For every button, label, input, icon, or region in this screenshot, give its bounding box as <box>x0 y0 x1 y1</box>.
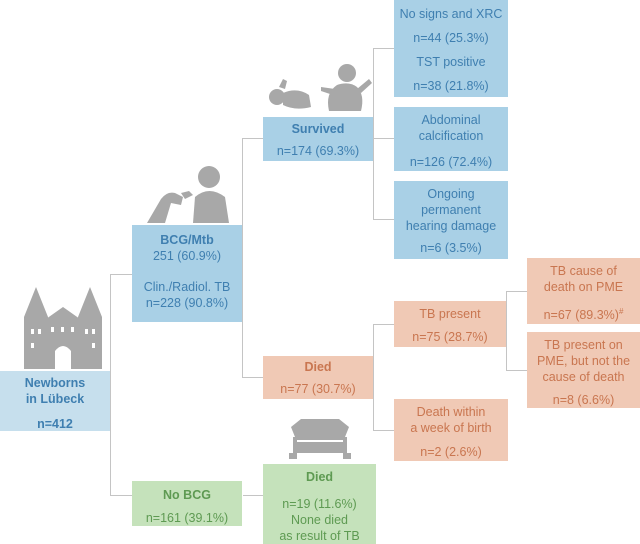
babies-icon <box>269 64 372 111</box>
died-bcg-title: Died <box>304 360 332 374</box>
hearing-count: n=6 (3.5%) <box>420 241 482 255</box>
survived-count: n=174 (69.3%) <box>276 144 360 158</box>
connector-survived-trunk <box>373 48 374 220</box>
hearing-line3: hearing damage <box>405 219 497 233</box>
died-bcg-box: Died n=77 (30.7%) <box>263 356 373 399</box>
tb-present-count: n=75 (28.7%) <box>412 330 488 344</box>
tb-cause-line1: TB cause of <box>550 264 617 278</box>
tb-not-cause-count: n=8 (6.6%) <box>552 393 615 407</box>
connector-nobcg-died <box>243 495 263 496</box>
connector-died-week <box>373 430 394 431</box>
newborns-box: Newborns in Lübeck n=412 <box>0 371 110 431</box>
tb-cause-count-row: n=67 (89.3%)# <box>527 304 640 323</box>
connector-bcg-died <box>242 377 263 378</box>
no-bcg-title: No BCG <box>163 488 211 502</box>
connector-tb-cause <box>506 291 527 292</box>
tb-cause-footnote-mark: # <box>618 307 624 316</box>
died-nobcg-count: n=19 (11.6%) <box>282 497 357 511</box>
tb-not-cause-line2: PME, but not the <box>536 354 631 368</box>
connector-tb-trunk <box>506 291 507 371</box>
bcg-box: BCG/Mtb 251 (60.9%) Clin./Radiol. TB n=2… <box>132 225 242 322</box>
connector-bcg-trunk <box>242 138 243 378</box>
tb-not-cause-line3: cause of death <box>542 370 625 384</box>
no-bcg-count: n=161 (39.1%) <box>145 511 229 525</box>
tb-cause-count: n=67 (89.3%) <box>543 308 619 323</box>
connector-root-trunk <box>110 274 111 496</box>
survived-box: Survived n=174 (69.3%) <box>263 117 373 161</box>
death-week-count: n=2 (2.6%) <box>420 445 482 459</box>
connector-survived-nosigns <box>373 48 394 49</box>
tst-positive-label: TST positive <box>416 55 486 69</box>
bcg-title: BCG/Mtb <box>160 233 214 247</box>
no-signs-count: n=44 (25.3%) <box>413 31 489 45</box>
hearing-line2: permanent <box>421 203 481 217</box>
died-bcg-count: n=77 (30.7%) <box>280 382 356 396</box>
died-nobcg-box: Died n=19 (11.6%) None died as result of… <box>263 464 376 544</box>
death-week-line1: Death within <box>416 405 486 419</box>
no-signs-box: No signs and XRC n=44 (25.3%) TST positi… <box>394 0 508 97</box>
connector-died-tbpresent <box>373 324 394 325</box>
tb-cause-line2: death on PME <box>543 280 624 294</box>
no-bcg-box: No BCG n=161 (39.1%) <box>132 481 242 526</box>
tb-present-title: TB present <box>419 307 481 321</box>
tb-cause-box: TB cause of death on PME n=67 (89.3%)# <box>527 258 640 324</box>
abdominal-line2: calcification <box>418 129 484 143</box>
connector-survived-hearing <box>373 219 394 220</box>
city-gate-icon <box>24 287 102 369</box>
coffin-icon <box>289 419 351 459</box>
no-signs-label: No signs and XRC <box>399 7 503 21</box>
connector-tb-notcause <box>506 370 527 371</box>
death-week-box: Death within a week of birth n=2 (2.6%) <box>394 399 508 461</box>
tb-present-box: TB present n=75 (28.7%) <box>394 301 506 347</box>
tb-not-cause-box: TB present on PME, but not the cause of … <box>527 332 640 408</box>
bcg-count: 251 (60.9%) <box>152 249 222 263</box>
bcg-sub-count: n=228 (90.8%) <box>145 296 229 310</box>
tb-not-cause-line1: TB present on <box>544 338 623 352</box>
connector-root-bcg <box>110 274 132 275</box>
newborns-title-line1: Newborns <box>24 376 86 390</box>
connector-died-trunk <box>373 324 374 431</box>
abdominal-count: n=126 (72.4%) <box>409 155 493 169</box>
connector-root-nobcg <box>110 495 132 496</box>
death-week-line2: a week of birth <box>410 421 492 435</box>
connector-bcg-survived <box>242 138 263 139</box>
connector-survived-abdominal <box>373 138 394 139</box>
abdominal-box: Abdominal calcification n=126 (72.4%) <box>394 107 508 171</box>
bcg-sub-label: Clin./Radiol. TB <box>143 280 231 294</box>
hearing-box: Ongoing permanent hearing damage n=6 (3.… <box>394 181 508 259</box>
newborns-title-line2: in Lübeck <box>25 392 85 406</box>
vaccination-icon <box>147 166 229 223</box>
newborns-count: n=412 <box>37 417 73 431</box>
survived-title: Survived <box>291 122 345 136</box>
died-nobcg-note-line2: as result of TB <box>279 529 360 543</box>
hearing-line1: Ongoing <box>427 187 475 201</box>
abdominal-line1: Abdominal <box>421 113 481 127</box>
tst-positive-count: n=38 (21.8%) <box>413 79 489 93</box>
died-nobcg-title: Died <box>305 470 334 484</box>
died-nobcg-note-line1: None died <box>291 513 348 527</box>
